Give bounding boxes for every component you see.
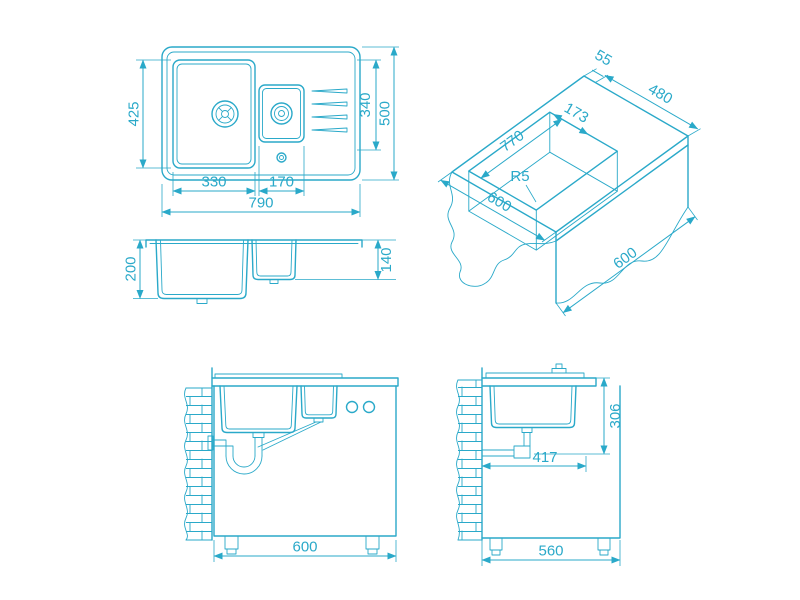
dim-front-depth: 600 (437, 171, 557, 243)
dim-drainer-span: 340 (357, 59, 381, 151)
section-small-bowl (251, 239, 297, 284)
dim-overall-width: 790 (161, 184, 361, 217)
dim-label-480: 480 (645, 80, 675, 107)
sink-body-outline (161, 46, 361, 181)
cabinet-panel (555, 144, 689, 304)
front-wall (184, 367, 213, 541)
dim-drain-offset: 417 (481, 449, 587, 472)
dim-bowl-height: 425 (126, 59, 171, 169)
side-cabinet (481, 385, 621, 556)
section-main-bowl (155, 239, 249, 304)
dim-label-417: 417 (532, 449, 557, 466)
front-main-bowl (219, 385, 298, 438)
dim-main-bowl-depth: 200 (123, 239, 158, 299)
p-trap-plumbing (207, 421, 322, 475)
dim-label-500: 500 (377, 101, 394, 126)
dim-label-560: 560 (538, 543, 563, 560)
dim-label-55: 55 (592, 47, 615, 70)
tap-hole (276, 152, 287, 163)
dim-label-340: 340 (357, 92, 374, 117)
dim-label-r5: R5 (510, 168, 529, 185)
bottle-trap-plumbing (481, 432, 531, 459)
top-view: 425 330 170 790 340 500 (126, 46, 399, 217)
main-bowl (172, 59, 256, 169)
mounting-holes (345, 400, 376, 414)
front-small-bowl (300, 385, 338, 423)
dim-label-140: 140 (378, 247, 395, 272)
dim-label-306: 306 (607, 403, 624, 428)
torn-edge (447, 171, 557, 287)
drainboard-grooves (311, 88, 348, 133)
dim-label-425: 425 (126, 101, 143, 126)
side-faucet (551, 363, 567, 374)
small-bowl (258, 84, 305, 143)
front-install-view: 600 (184, 367, 399, 562)
side-bowl (489, 385, 577, 433)
dim-side-depth: 600 (555, 206, 698, 317)
front-countertop (211, 373, 399, 387)
dim-label-170: 170 (269, 174, 294, 191)
dim-overall-depth: 500 (362, 46, 399, 181)
dim-main-bowl-width: 330 (172, 172, 256, 196)
dim-label-790: 790 (248, 195, 273, 212)
dim-cabinet-depth: 560 (481, 540, 621, 566)
side-wall (456, 367, 483, 541)
dim-label-600-cabinet: 600 (292, 539, 317, 556)
dim-label-200: 200 (123, 256, 140, 281)
side-countertop (481, 372, 597, 387)
dim-label-600-side: 600 (610, 244, 640, 272)
dim-small-bowl-depth: 140 (295, 239, 396, 280)
dim-fitting-height: 306 (534, 377, 624, 455)
dim-cutout-width: 480 (604, 74, 701, 137)
dim-edge-offset: 55 (583, 47, 615, 83)
dim-small-bowl-width: 170 (258, 146, 305, 196)
front-cabinet (213, 385, 397, 555)
dim-cabinet-width: 600 (213, 539, 397, 562)
iso-view: 55 480 770 173 R5 600 600 (437, 47, 701, 317)
side-install-view: 306 417 560 (456, 363, 624, 566)
section-view: 200 140 (123, 239, 396, 304)
dim-label-330: 330 (201, 174, 226, 191)
dim-label-173: 173 (561, 99, 591, 126)
section-rim (145, 239, 363, 248)
